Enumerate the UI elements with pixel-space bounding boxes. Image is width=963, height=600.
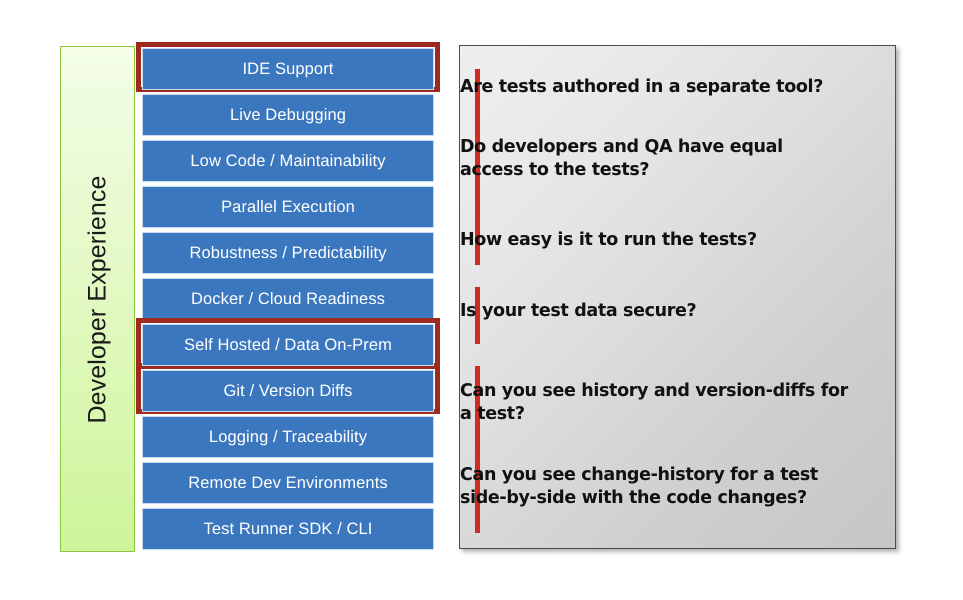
group-accent-bar: [475, 366, 480, 533]
capability-bar[interactable]: Logging / Traceability: [142, 416, 434, 458]
capability-row[interactable]: Low Code / Maintainability: [142, 138, 434, 184]
capability-bar[interactable]: Docker / Cloud Readiness: [142, 278, 434, 320]
capability-row[interactable]: Git / Version Diffs: [136, 364, 440, 414]
group-accent-bar: [475, 287, 480, 344]
capability-bar[interactable]: Live Debugging: [142, 94, 434, 136]
capability-bar[interactable]: IDE Support: [142, 48, 434, 90]
capability-bar[interactable]: Remote Dev Environments: [142, 462, 434, 504]
question-text: Are tests authored in a separate tool?: [460, 77, 823, 97]
capability-bar[interactable]: Robustness / Predictability: [142, 232, 434, 274]
capability-row[interactable]: Robustness / Predictability: [142, 230, 434, 276]
capability-row[interactable]: Live Debugging: [142, 92, 434, 138]
capability-row[interactable]: Parallel Execution: [142, 184, 434, 230]
question-text: Can you see history and version-diffs fo…: [460, 381, 848, 424]
category-label: Developer Experience: [83, 175, 112, 423]
capability-bar[interactable]: Parallel Execution: [142, 186, 434, 228]
category-panel: Developer Experience: [60, 46, 135, 552]
capability-row[interactable]: Docker / Cloud Readiness: [142, 276, 434, 322]
capability-row[interactable]: Logging / Traceability: [142, 414, 434, 460]
capability-bar[interactable]: Self Hosted / Data On-Prem: [142, 324, 434, 366]
capability-bar[interactable]: Git / Version Diffs: [142, 370, 434, 412]
capability-bar[interactable]: Low Code / Maintainability: [142, 140, 434, 182]
group-accent-bar: [475, 69, 480, 265]
capability-row[interactable]: Test Runner SDK / CLI: [142, 506, 434, 552]
capability-row[interactable]: IDE Support: [136, 42, 440, 92]
question-text: Do developers and QA have equal access t…: [460, 137, 783, 180]
capability-bar[interactable]: Test Runner SDK / CLI: [142, 508, 434, 550]
capability-row[interactable]: Remote Dev Environments: [142, 460, 434, 506]
question-text: Is your test data secure?: [460, 301, 697, 321]
question-text: How easy is it to run the tests?: [460, 230, 757, 250]
question-text: Can you see change-history for a test si…: [460, 465, 818, 508]
questions-panel: Are tests authored in a separate tool? Do…: [459, 45, 896, 549]
capability-row[interactable]: Self Hosted / Data On-Prem: [136, 318, 440, 368]
